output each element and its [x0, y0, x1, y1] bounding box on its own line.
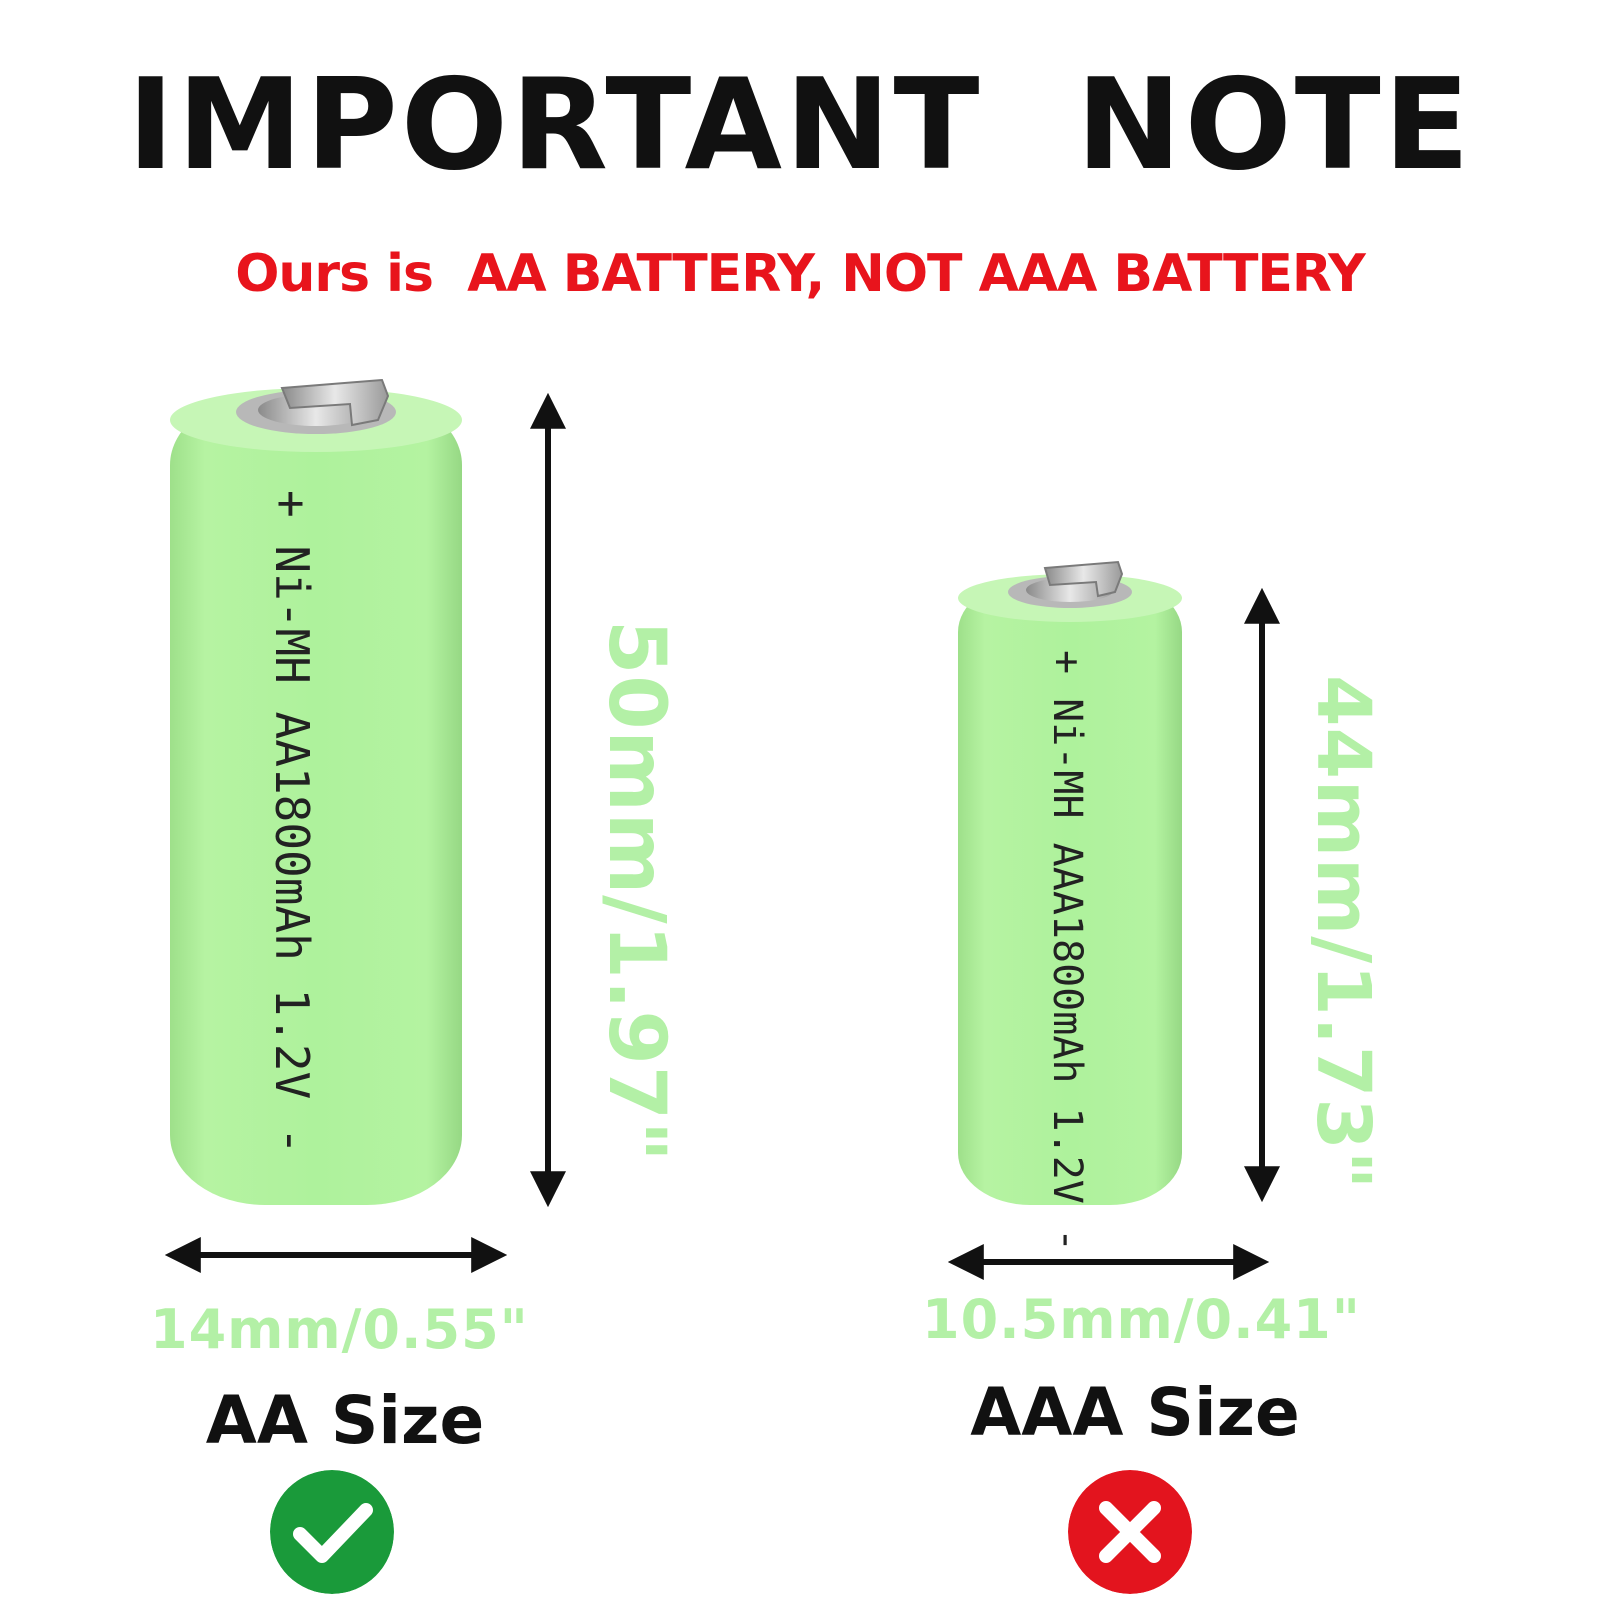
aa-size-label: AA Size — [205, 1382, 485, 1459]
aaa-height-text: 44mm/1.73" — [1300, 675, 1386, 1190]
aa-battery: + Ni-MH AA1800mAh 1.2V - — [170, 378, 462, 1205]
aaa-size-label: AAA Size — [970, 1374, 1300, 1451]
page-title: IMPORTANT NOTE — [127, 51, 1473, 198]
aaa-battery-label: + Ni-MH AAA1800mAh 1.2V - — [1044, 650, 1090, 1252]
aa-width-text: 14mm/0.55" — [150, 1298, 529, 1361]
aa-height-text: 50mm/1.97" — [591, 620, 681, 1163]
check-icon — [270, 1470, 394, 1594]
aa-battery-label: + Ni-MH AA1800mAh 1.2V - — [265, 490, 319, 1155]
subtitle: Ours is AA BATTERY, NOT AAA BATTERY — [235, 244, 1366, 304]
cross-icon — [1068, 1470, 1192, 1594]
aaa-width-text: 10.5mm/0.41" — [922, 1288, 1361, 1351]
aaa-battery: + Ni-MH AAA1800mAh 1.2V - — [958, 560, 1182, 1252]
